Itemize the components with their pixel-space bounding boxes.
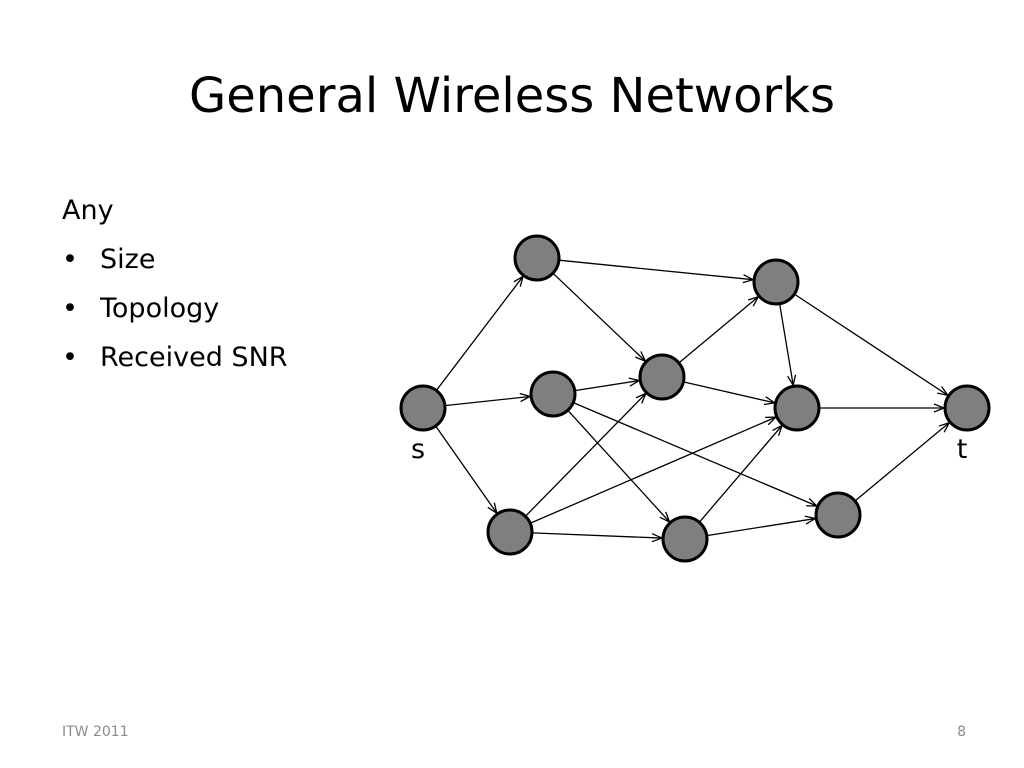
bullet-item: • Size	[62, 235, 288, 284]
edge-d-f	[778, 303, 794, 386]
node-b	[529, 370, 577, 418]
page-number: 8	[957, 724, 966, 740]
edge-d-t	[794, 293, 947, 395]
node-d	[752, 258, 800, 306]
node-h	[814, 491, 862, 539]
edge-s-a	[435, 276, 523, 391]
node-label-s: s	[411, 434, 425, 465]
node-e	[638, 353, 686, 401]
bullet-item: • Received SNR	[62, 333, 288, 382]
nodes-layer	[399, 234, 991, 563]
edge-h-t	[854, 423, 949, 502]
intro-text: Any	[62, 195, 114, 226]
bullet-text: Size	[100, 244, 156, 275]
edge-b-g	[567, 409, 670, 522]
edge-g-f	[698, 425, 782, 523]
node-f	[773, 384, 821, 432]
node-s	[399, 384, 447, 432]
bullet-icon: •	[62, 342, 78, 373]
node-g	[661, 515, 709, 563]
bullet-text: Received SNR	[100, 342, 288, 373]
edge-s-c	[435, 425, 497, 513]
edge-c-f	[529, 417, 776, 524]
footer-conference: ITW 2011	[62, 724, 129, 740]
edge-c-g	[531, 532, 662, 538]
bullet-text: Topology	[100, 293, 220, 324]
node-a	[513, 234, 561, 282]
edge-s-b	[444, 396, 530, 407]
node-t	[943, 384, 991, 432]
bullet-list: • Size • Topology • Received SNR	[62, 235, 288, 382]
node-label-t: t	[957, 434, 968, 465]
bullet-item: • Topology	[62, 284, 288, 333]
slide-body: Any • Size • Topology • Received SNR	[62, 186, 288, 382]
edges-layer	[435, 259, 950, 538]
slide-title: General Wireless Networks	[189, 68, 835, 124]
edge-b-h	[572, 401, 817, 506]
edge-g-h	[706, 519, 816, 537]
edge-a-d	[558, 259, 753, 280]
node-c	[486, 508, 534, 556]
bullet-icon: •	[62, 293, 78, 324]
edge-e-f	[683, 381, 774, 403]
edge-a-e	[552, 272, 645, 361]
edge-c-e	[524, 393, 645, 517]
edge-e-d	[678, 297, 758, 364]
edge-b-e	[574, 381, 640, 392]
bullet-icon: •	[62, 244, 78, 275]
